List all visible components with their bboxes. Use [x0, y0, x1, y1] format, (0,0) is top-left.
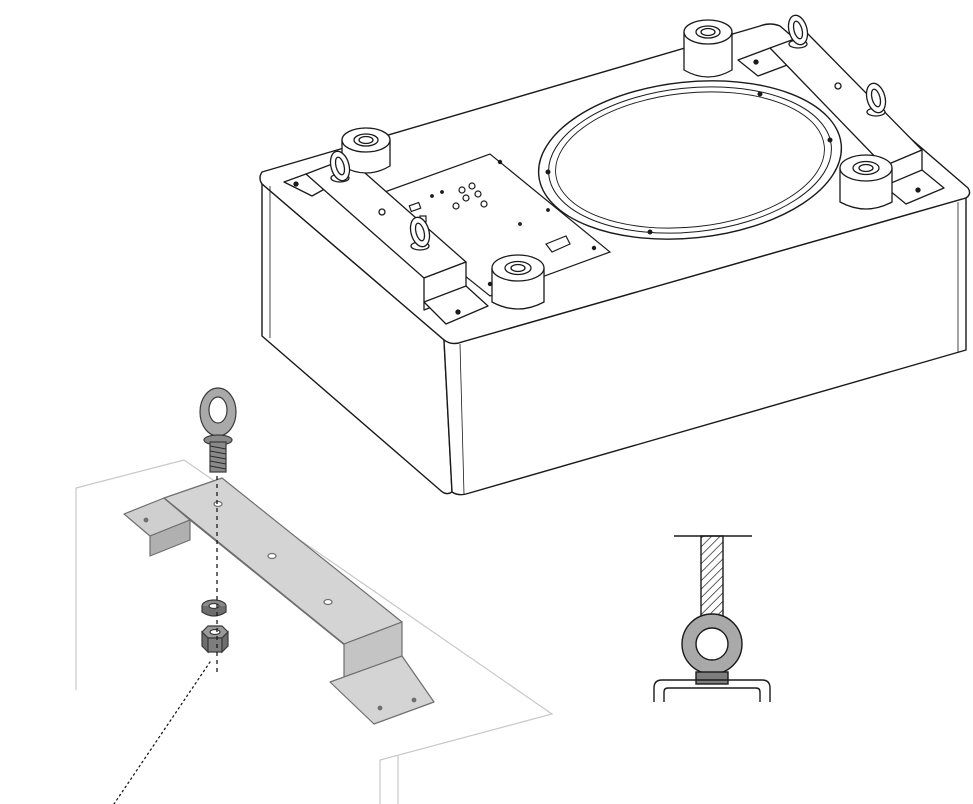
detail-bracket: [653, 679, 771, 702]
cabinet-feet: [341, 19, 893, 310]
rigging-detail: [653, 535, 771, 702]
rigging-cable: [700, 535, 724, 623]
exploded-bracket: [123, 477, 435, 725]
foot-2: [683, 19, 733, 78]
exploded-assembly: [75, 387, 554, 804]
detail-eyebolt: [681, 613, 743, 685]
eyebolt-hole: [208, 396, 228, 424]
faint-cabinet-outline: [75, 459, 554, 804]
leader-line: [113, 661, 211, 804]
foot-4: [491, 254, 545, 310]
eyebolt-4: [865, 82, 887, 117]
eyebolt-1: [329, 150, 351, 183]
eyebolt-3: [787, 14, 809, 49]
exploded-washer: [201, 599, 227, 617]
foot-1: [341, 127, 391, 174]
driver-ring: [537, 80, 843, 240]
exploded-eyebolt: [199, 387, 237, 473]
cabinet-eyebolts: [329, 14, 887, 251]
cabinet-side-face: [443, 197, 967, 496]
eyebolt-2: [409, 216, 431, 251]
eyebolt-thread: [209, 441, 227, 473]
exploded-nut: [201, 625, 229, 654]
foot-3: [839, 154, 893, 210]
